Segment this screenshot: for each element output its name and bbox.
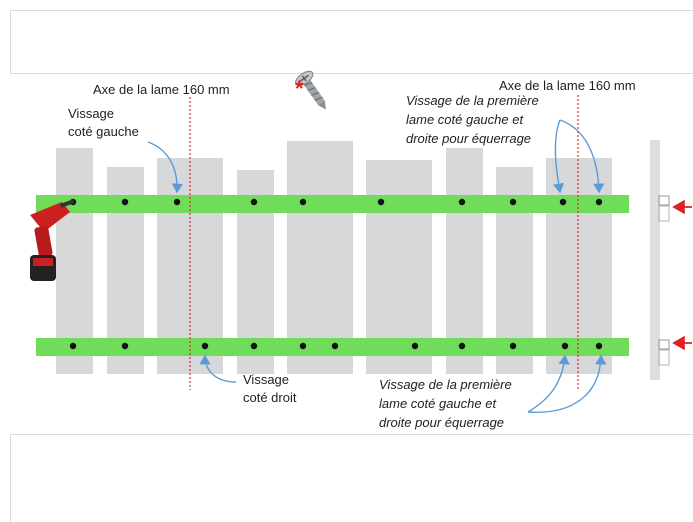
screw-dot xyxy=(377,198,385,206)
plank xyxy=(446,148,483,374)
screw-right-label-line2: coté droit xyxy=(243,390,297,405)
screw-dot xyxy=(69,342,77,350)
screws-top xyxy=(69,198,603,206)
screw-dot xyxy=(121,198,129,206)
screw-dot xyxy=(173,198,181,206)
axis-label-left: Axe de la lame 160 mm xyxy=(93,82,230,97)
first-bottom-label-line1: Vissage de la première xyxy=(379,377,512,392)
screw-dot xyxy=(595,198,603,206)
first-top-label-line3: droite pour équerrage xyxy=(406,131,531,146)
screw-dot xyxy=(201,342,209,350)
bottom-frame xyxy=(10,434,693,522)
screw-dot xyxy=(121,342,129,350)
screw-dot xyxy=(299,342,307,350)
screw-dot xyxy=(509,342,517,350)
screw-dot xyxy=(509,198,517,206)
screw-right-label-line1: Vissage xyxy=(243,372,289,387)
side-profile xyxy=(650,140,692,380)
first-top-label-line1: Vissage de la première xyxy=(406,93,539,108)
screw-dot xyxy=(411,342,419,350)
plank xyxy=(56,148,93,374)
screw-dot xyxy=(331,342,339,350)
arrow-right-bottom-2 xyxy=(527,354,607,413)
rail-top xyxy=(36,195,629,213)
screws-bottom xyxy=(69,342,603,350)
screw-dot xyxy=(250,342,258,350)
first-bottom-label-line2: lame coté gauche et xyxy=(379,396,497,411)
screw-dot xyxy=(595,342,603,350)
top-frame xyxy=(10,10,693,74)
plank xyxy=(287,141,353,374)
screw-dot xyxy=(561,342,569,350)
drill-icon xyxy=(30,199,75,281)
axis-label-right: Axe de la lame 160 mm xyxy=(499,78,636,93)
arrow-right-bottom-1 xyxy=(527,354,570,413)
arrow-left-bottom xyxy=(199,354,237,383)
screw-dot xyxy=(559,198,567,206)
asterisk: * xyxy=(295,76,304,101)
screw-left-label-line2: coté gauche xyxy=(68,124,139,139)
screw-left-label-line1: Vissage xyxy=(68,106,114,121)
arrow-right-top-2 xyxy=(559,119,605,194)
screw-dot xyxy=(299,198,307,206)
arrow-right-top-1 xyxy=(552,119,565,194)
first-bottom-label-line3: droite pour équerrage xyxy=(379,415,504,430)
screw-dot xyxy=(458,342,466,350)
screw-dot xyxy=(458,198,466,206)
screw-dot xyxy=(250,198,258,206)
first-top-label-line2: lame coté gauche et xyxy=(406,112,524,127)
arrow-left-top xyxy=(147,141,183,194)
screw-icon xyxy=(295,70,327,110)
